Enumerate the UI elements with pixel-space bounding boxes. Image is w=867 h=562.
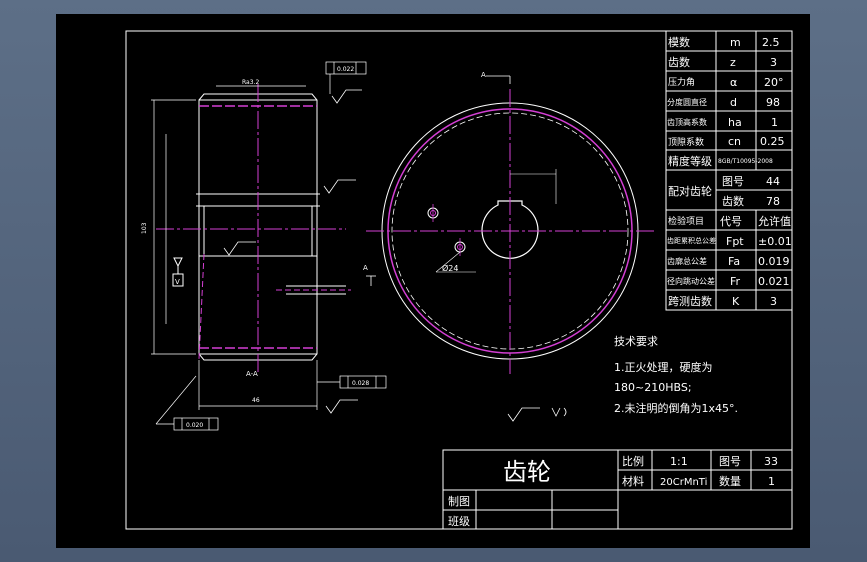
dim-top: Ra3.2 [242, 79, 259, 86]
hole-dim: Ø24 [442, 263, 458, 273]
side-view [151, 61, 387, 431]
tech-title: 技术要求 [614, 335, 658, 348]
drawn-by-label: 制图 [448, 495, 470, 508]
param-symbol: α [730, 76, 737, 89]
param-table-grid [665, 30, 793, 311]
dim-height: 103 [141, 222, 148, 234]
inspection-code: Fr [730, 275, 741, 288]
part-name: 齿轮 [503, 458, 551, 486]
param-value: 3 [770, 56, 777, 69]
inspection-code: Fa [728, 255, 740, 268]
inspection-header-value: 允许值 [758, 214, 791, 228]
param-label: 模数 [668, 36, 690, 49]
inspection-value: 0.021 [758, 275, 790, 288]
datum-v: V [175, 278, 180, 286]
mating-label: 配对齿轮 [668, 184, 712, 198]
qty-label: 数量 [719, 475, 741, 488]
param-value: 1 [771, 116, 778, 129]
inspection-value: 0.019 [758, 255, 790, 268]
scale-label: 比例 [622, 454, 644, 468]
drawing-canvas: 0.022 0.028 0.020 Ra3.2 46 103 V A-A A A… [56, 14, 810, 548]
param-label: 齿数 [668, 56, 690, 69]
qty-value: 1 [768, 475, 775, 488]
param-value: 0.25 [760, 135, 785, 148]
mating-key: 齿数 [722, 195, 744, 208]
drawing-no-label: 图号 [719, 455, 741, 468]
section-marker-top: A [481, 71, 486, 79]
inspection-value: ±0.01 [758, 235, 792, 248]
gear-front-view [366, 75, 656, 422]
param-value: 2.5 [762, 36, 780, 49]
inspection-label: 径向跳动公差 [667, 276, 715, 286]
inspection-code: K [732, 295, 740, 308]
inspection-label: 齿廓总公差 [667, 256, 707, 266]
section-marker-left: A [363, 264, 368, 272]
mating-value: 44 [766, 175, 780, 188]
param-label: 顶隙系数 [668, 136, 704, 148]
param-label: 齿顶高系数 [667, 117, 707, 127]
cad-drawing: 0.022 0.028 0.020 Ra3.2 46 103 V A-A A A… [125, 30, 793, 530]
drawing-no-value: 33 [764, 455, 778, 468]
mating-key: 图号 [722, 175, 744, 188]
material-value: 20CrMnTi [660, 477, 707, 488]
material-label: 材料 [622, 474, 644, 488]
inspection-label: 跨测齿数 [668, 295, 712, 308]
param-label: 压力角 [668, 76, 695, 88]
tol-value-3: 0.020 [186, 422, 203, 429]
param-label: 分度圆直径 [667, 97, 707, 107]
param-symbol: ha [728, 116, 742, 129]
tol-value-1: 0.022 [337, 66, 354, 73]
inspection-value: 3 [770, 295, 777, 308]
section-label: A-A [246, 370, 258, 378]
dim-width: 46 [252, 397, 260, 404]
inspection-header-label: 检验项目 [668, 215, 704, 227]
param-value: 98 [766, 96, 780, 109]
param-label: 精度等级 [668, 154, 712, 168]
tech-line: 2.未注明的倒角为1x45°. [614, 401, 738, 415]
param-symbol: d [730, 96, 737, 109]
mating-value: 78 [766, 195, 780, 208]
tol-value-2: 0.028 [352, 380, 369, 387]
param-symbol: m [730, 36, 741, 49]
title-block-grid [442, 449, 793, 530]
tech-line: 180~210HBS; [614, 381, 692, 394]
param-symbol: z [730, 56, 736, 69]
scale-value: 1:1 [670, 455, 688, 468]
inspection-label: 齿距累积总公差 [667, 236, 716, 245]
inspection-header-code: 代号 [720, 215, 742, 228]
param-value: 8GB/T10095-2008 [718, 158, 773, 165]
tech-line: 1.正火处理，硬度为 [614, 360, 713, 374]
param-symbol: cn [728, 135, 741, 148]
inspection-code: Fpt [726, 235, 744, 248]
param-value: 20° [764, 76, 784, 89]
class-label: 班级 [448, 515, 470, 528]
